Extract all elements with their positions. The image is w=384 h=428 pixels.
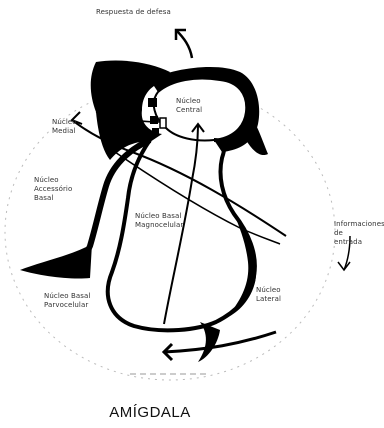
label-lateral-nucleus: Núcleo Lateral (256, 286, 281, 304)
lateral-nucleus-band (226, 214, 256, 318)
label-basal-magnocellular-nucleus: Núcleo Basal Magnocelular (135, 212, 183, 230)
left-lobe-outline (54, 140, 150, 270)
label-medial-nucleus: Núcleo Medial (52, 118, 77, 136)
label-central-nucleus: Núcleo Central (176, 97, 202, 115)
left-spike (20, 244, 92, 279)
small-block-2 (150, 116, 158, 124)
small-block-4 (160, 118, 166, 128)
small-block-1 (148, 98, 157, 107)
arrow-to-output (176, 30, 192, 58)
diagram-title: AMÍGDALA (0, 404, 300, 421)
label-accessory-basal-nucleus: Núcleo Accessório Basal (34, 176, 72, 203)
arrow-information-input-head (338, 262, 350, 270)
small-block-3 (152, 128, 159, 135)
arrow-bottom-left (164, 332, 276, 352)
label-information-input: Informaciones de entrada (334, 220, 384, 247)
label-top-output: Respuesta de defesa (96, 8, 171, 17)
label-basal-parvocellular-nucleus: Núcleo Basal Parvocelular (44, 292, 90, 310)
